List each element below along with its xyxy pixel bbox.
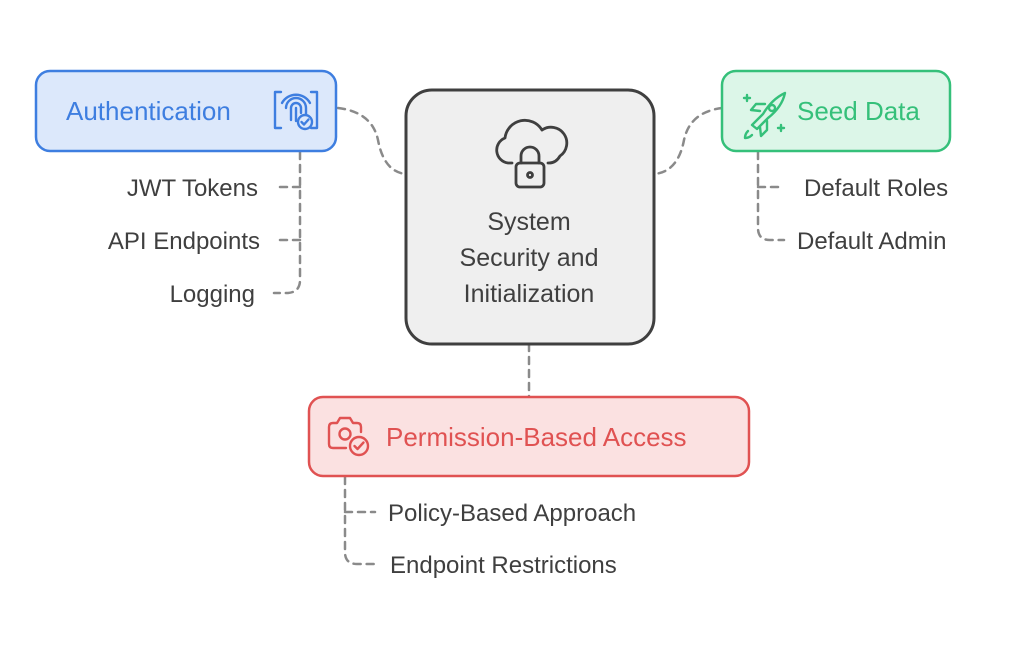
central-title-line-2: Security and xyxy=(460,244,599,272)
seed-data-label: Seed Data xyxy=(797,96,920,126)
permission-item-policy-based: Policy-Based Approach xyxy=(388,500,636,527)
central-node-box xyxy=(404,88,656,346)
auth-item-jwt-tokens: JWT Tokens xyxy=(127,175,258,202)
connector-auth-items xyxy=(272,150,302,295)
connector-permission-items xyxy=(343,475,377,566)
authentication-label: Authentication xyxy=(66,96,231,126)
seed-item-default-roles: Default Roles xyxy=(804,175,948,202)
permission-label: Permission-Based Access xyxy=(386,422,687,452)
cloud-lock-icon xyxy=(495,118,569,189)
permission-item-endpoint-restrictions: Endpoint Restrictions xyxy=(390,552,617,579)
connector-seed-center xyxy=(652,106,724,176)
central-title-line-3: Initialization xyxy=(464,280,595,308)
seed-data-box xyxy=(720,69,952,153)
central-node: System Security and Initialization xyxy=(404,88,656,346)
connector-auth-center xyxy=(336,106,408,176)
auth-item-logging: Logging xyxy=(170,281,255,308)
permission-box xyxy=(307,395,751,478)
seed-item-default-admin: Default Admin xyxy=(797,228,946,255)
seed-data-node[interactable]: Seed Data xyxy=(720,69,952,153)
permission-node[interactable]: Permission-Based Access xyxy=(307,395,751,478)
fingerprint-check-icon xyxy=(273,90,319,131)
authentication-node[interactable]: Authentication xyxy=(34,69,338,153)
connector-seed-items xyxy=(756,150,786,242)
auth-item-api-endpoints: API Endpoints xyxy=(108,228,260,255)
camera-check-icon xyxy=(327,416,370,457)
rocket-icon xyxy=(742,91,787,140)
central-title-line-1: System xyxy=(487,208,570,236)
authentication-box xyxy=(34,69,338,153)
